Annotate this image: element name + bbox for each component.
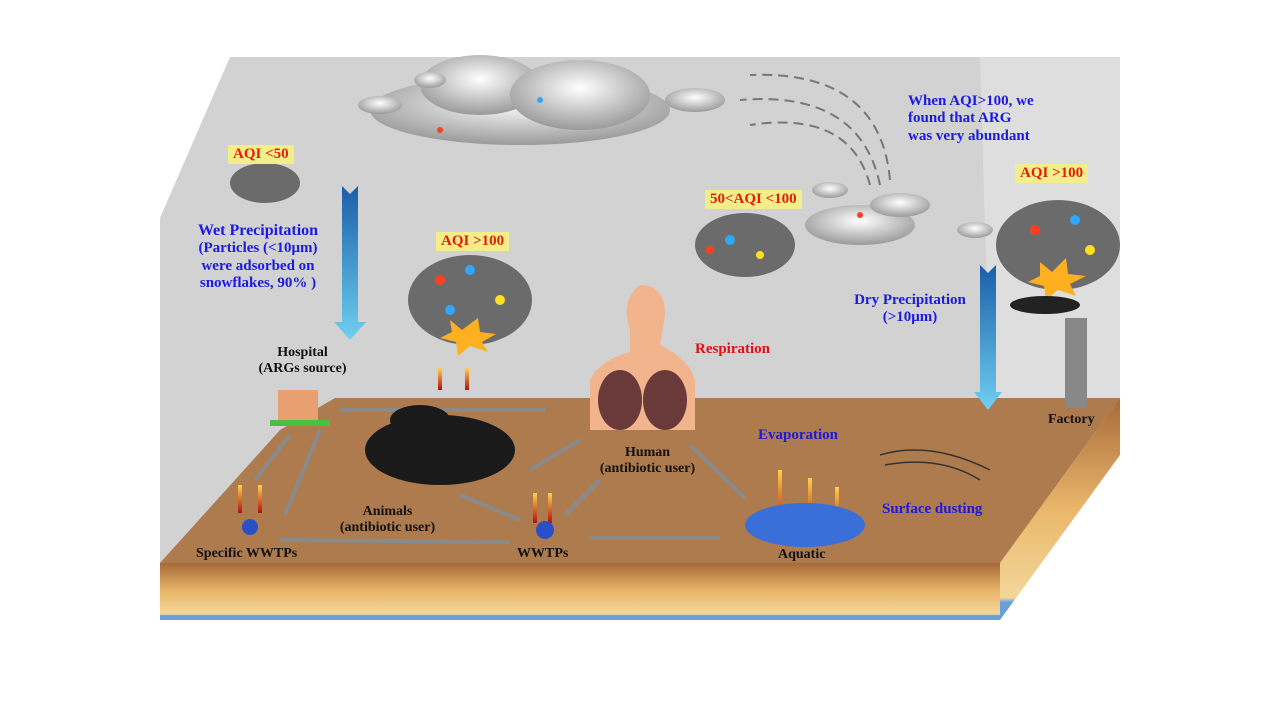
factory-label: Factory xyxy=(1048,412,1095,427)
wwtp-icon xyxy=(242,519,554,539)
hospital-icon xyxy=(270,390,330,426)
dry-precipitation-size: (>10μm) xyxy=(882,309,938,326)
ground-front-face xyxy=(160,563,1000,620)
explosion-icon xyxy=(440,318,496,356)
aquatic-label: Aquatic xyxy=(778,547,826,562)
specific-wwtps-label: Specific WWTPs xyxy=(196,546,298,561)
human-label: Human (antibiotic user) xyxy=(585,445,710,477)
human-figure xyxy=(590,285,695,430)
surface-dusting-label: Surface dusting xyxy=(882,501,983,517)
wind-arrows xyxy=(739,73,891,186)
hospital-label: Hospital (ARGs source) xyxy=(240,345,365,377)
hospital-subtitle: (ARGs source) xyxy=(258,361,347,377)
animals-figure xyxy=(365,405,515,485)
note-line: found that ARG xyxy=(908,110,1012,127)
wet-precipitation-line: (Particles (<10μm) xyxy=(198,240,318,257)
white-clouds xyxy=(358,55,993,245)
explosion-icon xyxy=(1028,258,1086,300)
animals-subtitle: (antibiotic user) xyxy=(339,520,436,536)
ground-side-face xyxy=(1000,398,1120,620)
wet-precipitation-line: were adsorbed on xyxy=(201,257,315,274)
dry-precipitation-arrow xyxy=(974,265,1002,410)
wet-precipitation-label: Wet Precipitation (Particles (<10μm) wer… xyxy=(168,222,348,292)
particle-dots xyxy=(435,97,1095,315)
human-subtitle: (antibiotic user) xyxy=(599,461,696,477)
wet-precipitation-line: snowflakes, 90% ) xyxy=(199,274,317,291)
evaporation-label: Evaporation xyxy=(758,427,839,443)
animals-label: Animals (antibiotic user) xyxy=(325,504,450,536)
aqi-mid-label: 50<AQI <100 xyxy=(705,190,802,209)
animals-title: Animals xyxy=(362,504,413,519)
arg-abundance-note: When AQI>100, we found that ARG was very… xyxy=(908,93,1034,145)
wet-precipitation-arrow xyxy=(334,186,366,340)
wwtps-label: WWTPs xyxy=(517,546,569,561)
wet-precipitation-title: Wet Precipitation xyxy=(197,222,319,239)
hospital-title: Hospital xyxy=(277,345,328,360)
dry-precipitation-label: Dry Precipitation (>10μm) xyxy=(845,292,975,327)
factory-icon xyxy=(1010,296,1087,408)
human-title: Human xyxy=(624,445,671,460)
dry-precipitation-title: Dry Precipitation xyxy=(854,292,966,308)
aqi-low-label: AQI <50 xyxy=(228,145,294,164)
aquatic-pond xyxy=(745,503,865,547)
surface-dusting-swirl xyxy=(879,449,991,481)
note-line: was very abundant xyxy=(908,127,1030,144)
aqi-high-right-label: AQI >100 xyxy=(1015,164,1089,183)
respiration-label: Respiration xyxy=(695,341,770,357)
flow-arrows xyxy=(253,408,747,544)
aqi-high-center-label: AQI >100 xyxy=(436,232,510,251)
note-line: When AQI>100, we xyxy=(908,93,1034,109)
